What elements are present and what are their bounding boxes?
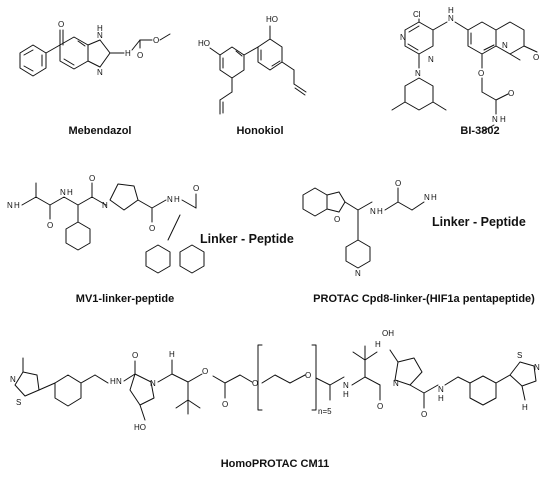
- bi3802-atom: N: [415, 69, 421, 78]
- cm11-atom: S: [517, 351, 522, 360]
- bi3802-atom: H: [448, 6, 454, 15]
- mv1-atom: O: [193, 184, 199, 193]
- cm11-atom: O: [222, 400, 228, 409]
- mebendazol-atom: H: [125, 49, 131, 58]
- cm11-atom: H: [522, 403, 528, 412]
- mv1-atom: H: [67, 188, 73, 197]
- cm11-atom: n=5: [318, 407, 332, 416]
- bi3802-atom: N: [492, 115, 498, 124]
- bi3802-atom: N: [448, 14, 454, 23]
- cm11-atom: H: [110, 377, 116, 386]
- caption-mebendazol: Mebendazol: [68, 125, 132, 137]
- bi3802-atom: N: [428, 55, 434, 64]
- honokiol-atom: HO: [266, 15, 278, 24]
- mv1-atom: H: [174, 195, 180, 204]
- cpd8-atom: N: [355, 269, 361, 278]
- caption-cm11: HomoPROTAC CM11: [220, 458, 330, 470]
- cm11-atom: H: [438, 394, 444, 403]
- cm11-atom: O: [305, 371, 311, 380]
- cm11-atom: OH: [382, 329, 394, 338]
- mebendazol-atom: N: [97, 68, 103, 77]
- cm11-atom: O: [377, 402, 383, 411]
- bi3802-atom: O: [533, 53, 539, 62]
- cm11-atom: O: [132, 351, 138, 360]
- cm11-atom: S: [16, 398, 21, 407]
- cpd8-atom: H: [377, 207, 383, 216]
- mv1-atom: O: [47, 221, 53, 230]
- cpd8-atom: N: [424, 193, 430, 202]
- cm11-atom: N: [438, 385, 444, 394]
- caption-honokiol: Honokiol: [236, 125, 284, 137]
- cm11-atom: O: [202, 367, 208, 376]
- cm11-atom: O: [252, 379, 258, 388]
- bi3802-atom: Cl: [413, 10, 421, 19]
- cpd8-atom: H: [431, 193, 437, 202]
- caption-cpd8: PROTAC Cpd8-linker-(HIF1a pentapeptide): [313, 293, 535, 305]
- mebendazol-atom: O: [58, 20, 64, 29]
- cpd8-atom: O: [395, 179, 401, 188]
- cpd8-atom: N: [370, 207, 376, 216]
- mebendazol-atom: O: [137, 51, 143, 60]
- cm11-atom: H: [343, 390, 349, 399]
- cm11-atom: HO: [134, 423, 146, 432]
- caption-mv1: MV1-linker-peptide: [75, 293, 175, 305]
- mv1-atom: N: [60, 188, 66, 197]
- cm11-atom: H: [169, 350, 175, 359]
- mebendazol-atom: H: [97, 24, 103, 33]
- cm11-atom: O: [421, 410, 427, 419]
- bi3802-atom: O: [508, 89, 514, 98]
- molecule-bi3802: Cl N H N N N N O O O N H: [391, 6, 539, 133]
- bi3802-atom: O: [478, 69, 484, 78]
- cm11-atom: N: [150, 379, 156, 388]
- mv1-atom: N: [7, 201, 13, 210]
- mebendazol-atom: O: [153, 36, 159, 45]
- mv1-atom: N: [102, 201, 108, 210]
- mv1-atom: N: [167, 195, 173, 204]
- cpd8-linker-label: Linker - Peptide: [432, 215, 526, 229]
- molecule-mv1: N H O N H N O O N H O Linker - Peptide: [7, 174, 294, 274]
- cm11-atom: N: [343, 381, 349, 390]
- mv1-atom: O: [89, 174, 95, 183]
- bi3802-atom: N: [502, 41, 508, 50]
- mebendazol-atom: N: [97, 31, 103, 40]
- mv1-linker-label: Linker - Peptide: [200, 232, 294, 246]
- molecule-honokiol: HO HO: [198, 15, 307, 115]
- cm11-atom: N: [393, 379, 399, 388]
- cpd8-atom: O: [334, 215, 340, 224]
- mv1-atom: H: [14, 201, 20, 210]
- molecule-cpd8: O N H N O N H Linker - Peptide: [302, 179, 526, 278]
- molecule-mebendazol: O N H N H O O: [19, 20, 171, 77]
- mv1-atom: O: [149, 224, 155, 233]
- cm11-atom: N: [116, 377, 122, 386]
- bi3802-atom: N: [400, 33, 406, 42]
- molecule-cm11: N S N H O N HO H O O O O: [10, 329, 540, 432]
- honokiol-atom: HO: [198, 39, 210, 48]
- cm11-atom: N: [534, 363, 540, 372]
- cm11-atom: N: [10, 375, 16, 384]
- caption-bi3802: BI-3802: [460, 125, 500, 137]
- cm11-atom: H: [375, 340, 381, 349]
- bi3802-atom: H: [500, 115, 506, 124]
